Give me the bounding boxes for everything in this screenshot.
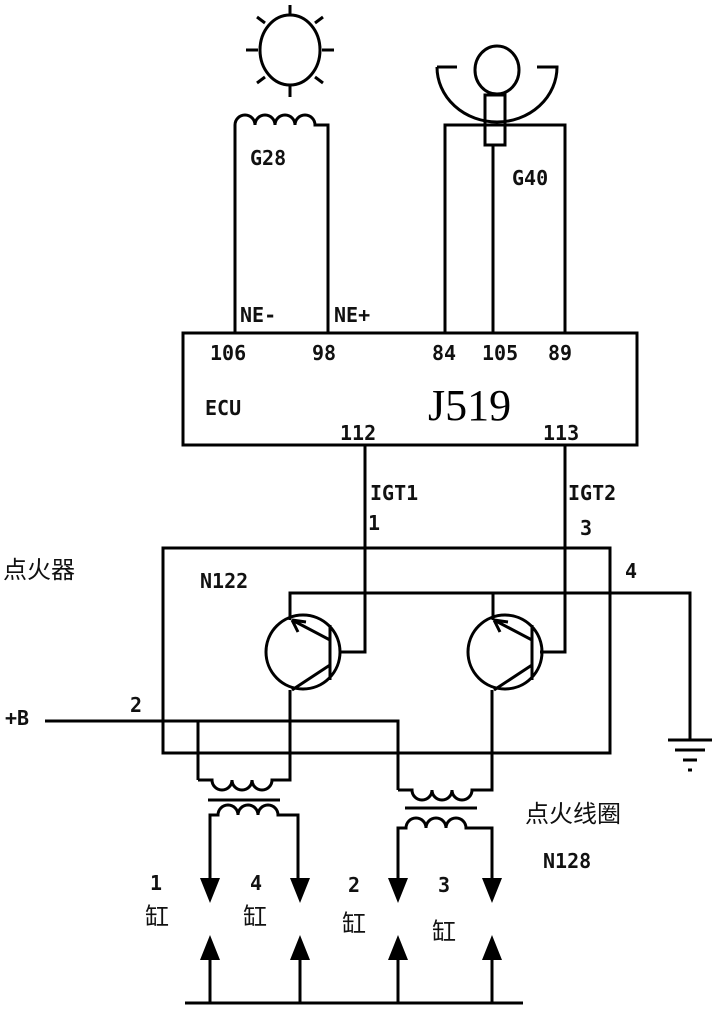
pin-112: 112 [340, 421, 376, 445]
ne-plus-label: NE+ [334, 303, 370, 327]
ecu-box [181, 331, 639, 447]
igniter-pin-3: 3 [580, 516, 592, 540]
ne-minus-label: NE- [240, 303, 276, 327]
crank-sensor-symbol [233, 5, 334, 333]
cylinder-3-num: 3 [438, 873, 450, 897]
igniter-part-label: N122 [200, 569, 248, 593]
igniter-pin-2: 2 [130, 693, 142, 717]
pin-98: 98 [312, 341, 336, 365]
igniter-pin-4: 4 [625, 559, 637, 583]
cylinder-1-num: 1 [150, 871, 162, 895]
coil-title: 点火线圈 [525, 800, 621, 828]
igniter-pin-1: 1 [368, 511, 380, 535]
cylinder-2-label: 缸 [342, 910, 366, 938]
pin-113: 113 [543, 421, 579, 445]
pin-105: 105 [482, 341, 518, 365]
ignition-coil-2 [396, 690, 494, 880]
cylinder-4-num: 4 [250, 871, 262, 895]
transistor-2 [466, 613, 544, 692]
spark-gaps [185, 878, 523, 1005]
g28-label: G28 [250, 146, 286, 170]
g40-label: G40 [512, 166, 548, 190]
cam-sensor-symbol [435, 44, 567, 333]
ecu-part-label: J519 [428, 381, 511, 430]
igt1-label: IGT1 [370, 481, 418, 505]
cylinder-3-label: 缸 [432, 918, 456, 946]
cylinder-1-label: 缸 [145, 903, 169, 931]
igniter-title: 点火器 [3, 556, 75, 584]
coil-part-label: N128 [543, 849, 591, 873]
ecu-label: ECU [205, 396, 241, 420]
transistor-1 [264, 613, 342, 692]
pin-106: 106 [210, 341, 246, 365]
ignition-coil-1 [198, 690, 300, 880]
cylinder-2-num: 2 [348, 873, 360, 897]
cylinder-4-label: 缸 [243, 903, 267, 931]
igt2-label: IGT2 [568, 481, 616, 505]
supply-label: +B [5, 706, 29, 730]
pin-89: 89 [548, 341, 572, 365]
pin-84: 84 [432, 341, 456, 365]
igniter-box [161, 546, 612, 755]
ground-icon [668, 738, 712, 772]
